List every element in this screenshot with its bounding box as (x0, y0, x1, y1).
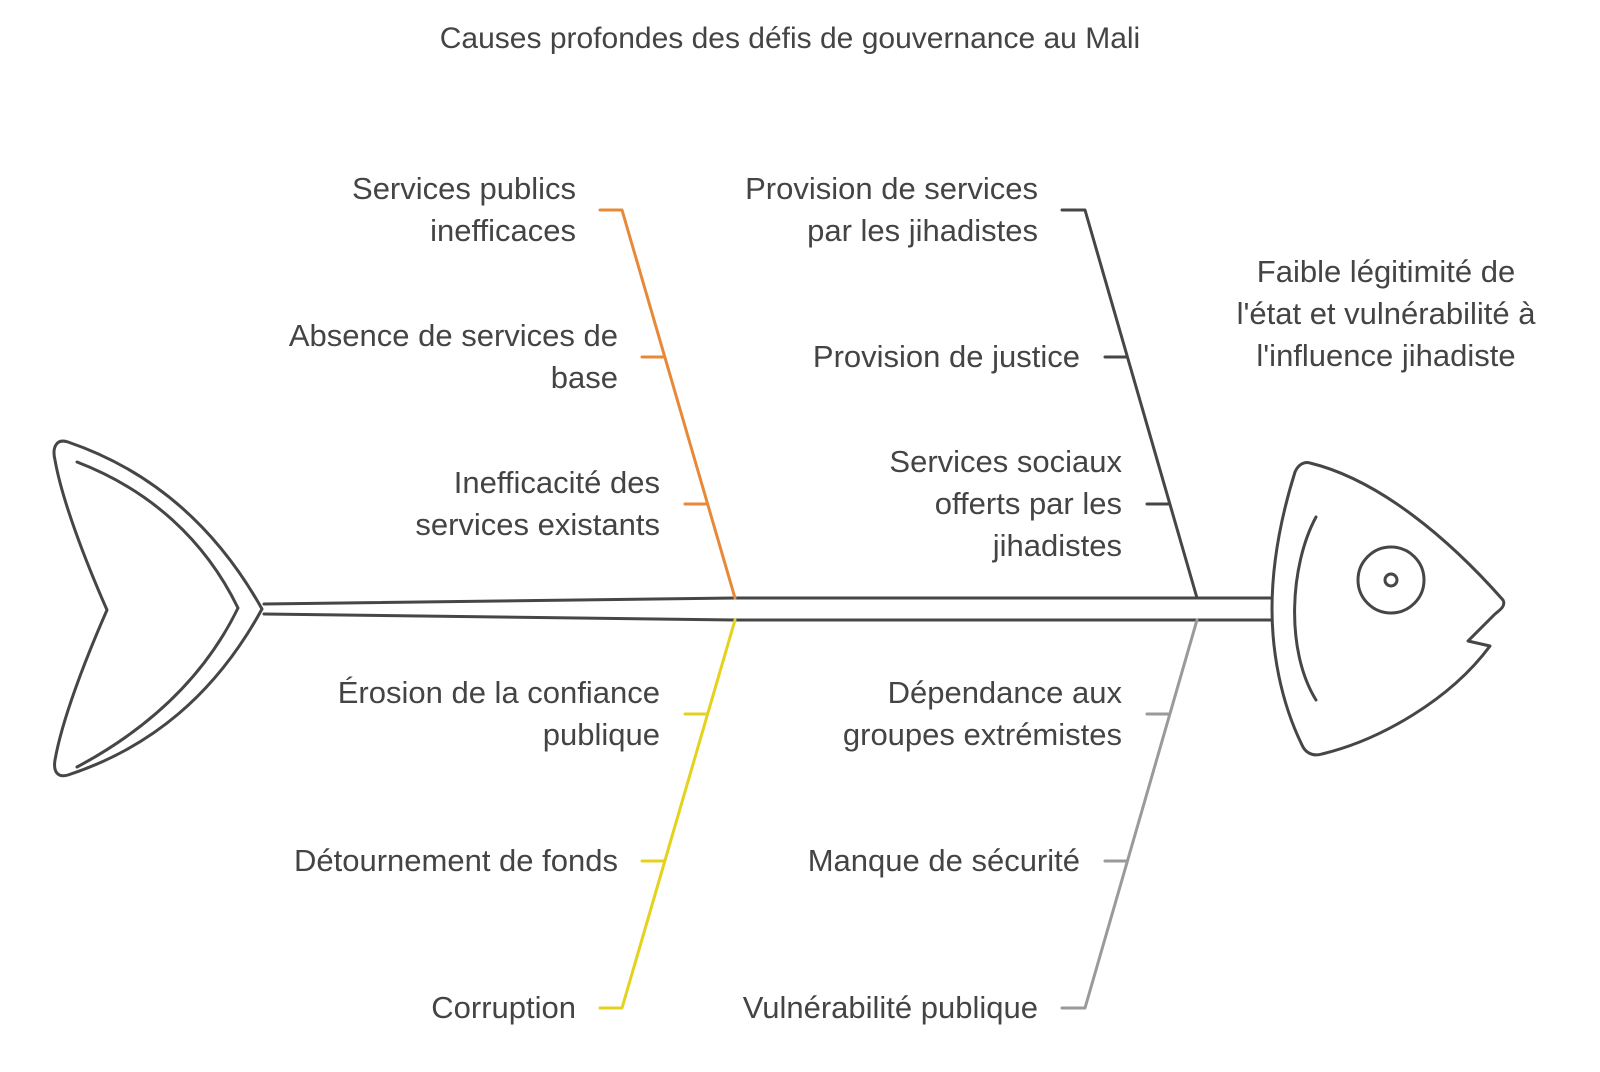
cause-label: Corruption (431, 990, 576, 1025)
bone-services-publics (598, 208, 737, 600)
cause-label: Vulnérabilité publique (742, 990, 1038, 1025)
bone-vulnerabilite (1060, 618, 1199, 1010)
fish-pupil (1383, 572, 1399, 588)
fish-tail (52, 439, 264, 778)
cause-label: Inefficacité des services existants (415, 465, 660, 542)
fish-spine (262, 596, 1274, 622)
fish-head (1270, 461, 1506, 757)
diagram-title: Causes profondes des défis de gouvernanc… (439, 22, 1141, 55)
cause-label: Érosion de la confiance publique (337, 675, 660, 752)
cause-label: Provision de justice (812, 339, 1080, 374)
cause-label: Provision de services par les jihadistes (745, 171, 1038, 248)
fish-tail-inner (75, 460, 240, 769)
bone-jihadistes (1060, 208, 1199, 600)
cause-label: Dépendance aux groupes extrémistes (842, 675, 1122, 752)
cause-label: Services sociaux offerts par les jihadis… (889, 444, 1122, 563)
cause-label: Services publics inefficaces (352, 171, 576, 248)
bone-corruption (598, 618, 737, 1010)
cause-label: Absence de services de base (288, 318, 618, 395)
cause-label: Détournement de fonds (294, 843, 618, 878)
effect-label: Faible légitimité de l'état et vulnérabi… (1236, 254, 1536, 373)
cause-label: Manque de sécurité (807, 843, 1080, 878)
fish-eye (1356, 545, 1426, 615)
fish-gill (1293, 515, 1318, 702)
